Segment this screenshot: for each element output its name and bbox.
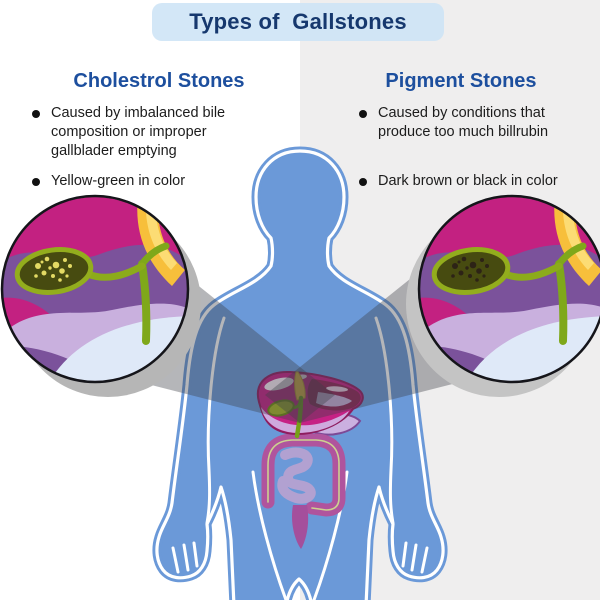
bullet-dot-icon — [359, 110, 367, 118]
list-item: Caused by conditions that produce too mu… — [347, 104, 575, 172]
list-item: Yellow-green in color — [20, 172, 298, 191]
small-intestine — [277, 447, 316, 504]
left-panel-heading: Cholestrol Stones — [73, 70, 245, 92]
rectum — [291, 505, 309, 549]
bullet-dot-icon — [359, 178, 367, 186]
title-badge: Types of Gallstones — [152, 3, 444, 41]
page-title: Types of Gallstones — [189, 9, 407, 34]
organs-illustration — [256, 370, 364, 549]
gallbladder — [267, 399, 295, 417]
right-panel: Pigment Stones Caused by conditions that… — [347, 70, 575, 191]
body-detail-lines — [171, 316, 429, 600]
bullet-dot-icon — [32, 110, 40, 118]
bullet-dot-icon — [32, 178, 40, 186]
inset-pigment-stones — [417, 196, 600, 384]
list-item: Caused by imbalanced bile composition or… — [20, 104, 298, 172]
list-item: Dark brown or black in color — [347, 172, 575, 191]
liver — [256, 370, 364, 435]
left-panel: Cholestrol Stones Caused by imbalanced b… — [20, 70, 298, 191]
inset-cholesterol-stones — [0, 196, 192, 384]
falciform-ligament — [294, 371, 306, 401]
right-panel-heading: Pigment Stones — [385, 70, 537, 92]
